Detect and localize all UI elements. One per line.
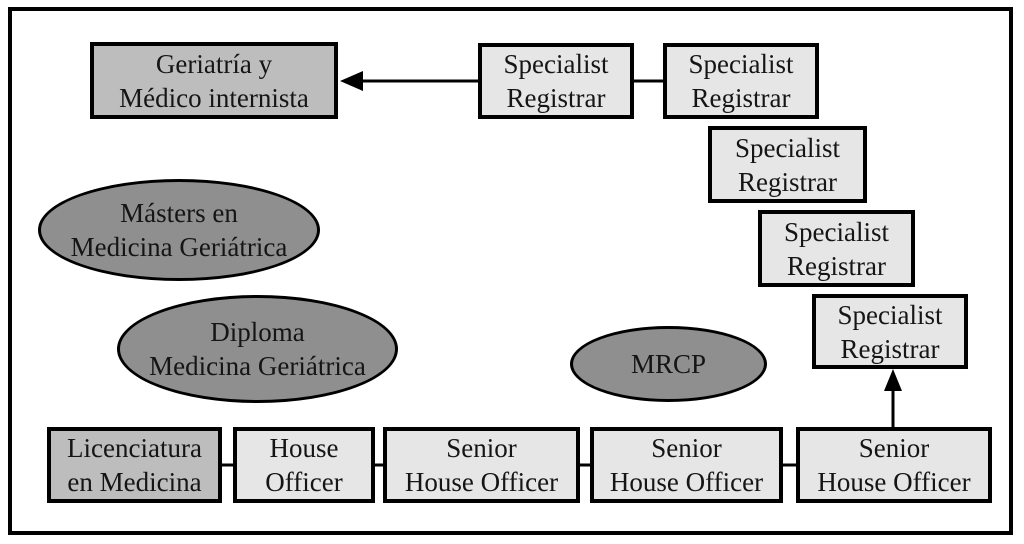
node-senior-house-officer-3: Senior House Officer xyxy=(796,427,992,503)
node-senior-house-officer-2: Senior House Officer xyxy=(590,427,783,503)
node-masters-medicina-geriatrica: Másters en Medicina Geriátrica xyxy=(38,179,320,281)
node-diploma-medicina-geriatrica: Diploma Medicina Geriátrica xyxy=(117,295,398,403)
node-specialist-registrar-4: Specialist Registrar xyxy=(758,210,915,287)
diagram-border-frame xyxy=(8,7,1013,535)
node-specialist-registrar-1: Specialist Registrar xyxy=(478,43,634,119)
node-specialist-registrar-2: Specialist Registrar xyxy=(663,43,819,119)
node-mrcp: MRCP xyxy=(570,326,767,402)
node-licenciatura-en-medicina: Licenciatura en Medicina xyxy=(47,427,222,503)
node-specialist-registrar-5: Specialist Registrar xyxy=(812,294,968,369)
node-senior-house-officer-1: Senior House Officer xyxy=(383,427,580,503)
node-specialist-registrar-3: Specialist Registrar xyxy=(708,126,867,203)
node-house-officer: House Officer xyxy=(233,427,375,503)
node-geriatria-medico-internista: Geriatría y Médico internista xyxy=(90,42,338,119)
